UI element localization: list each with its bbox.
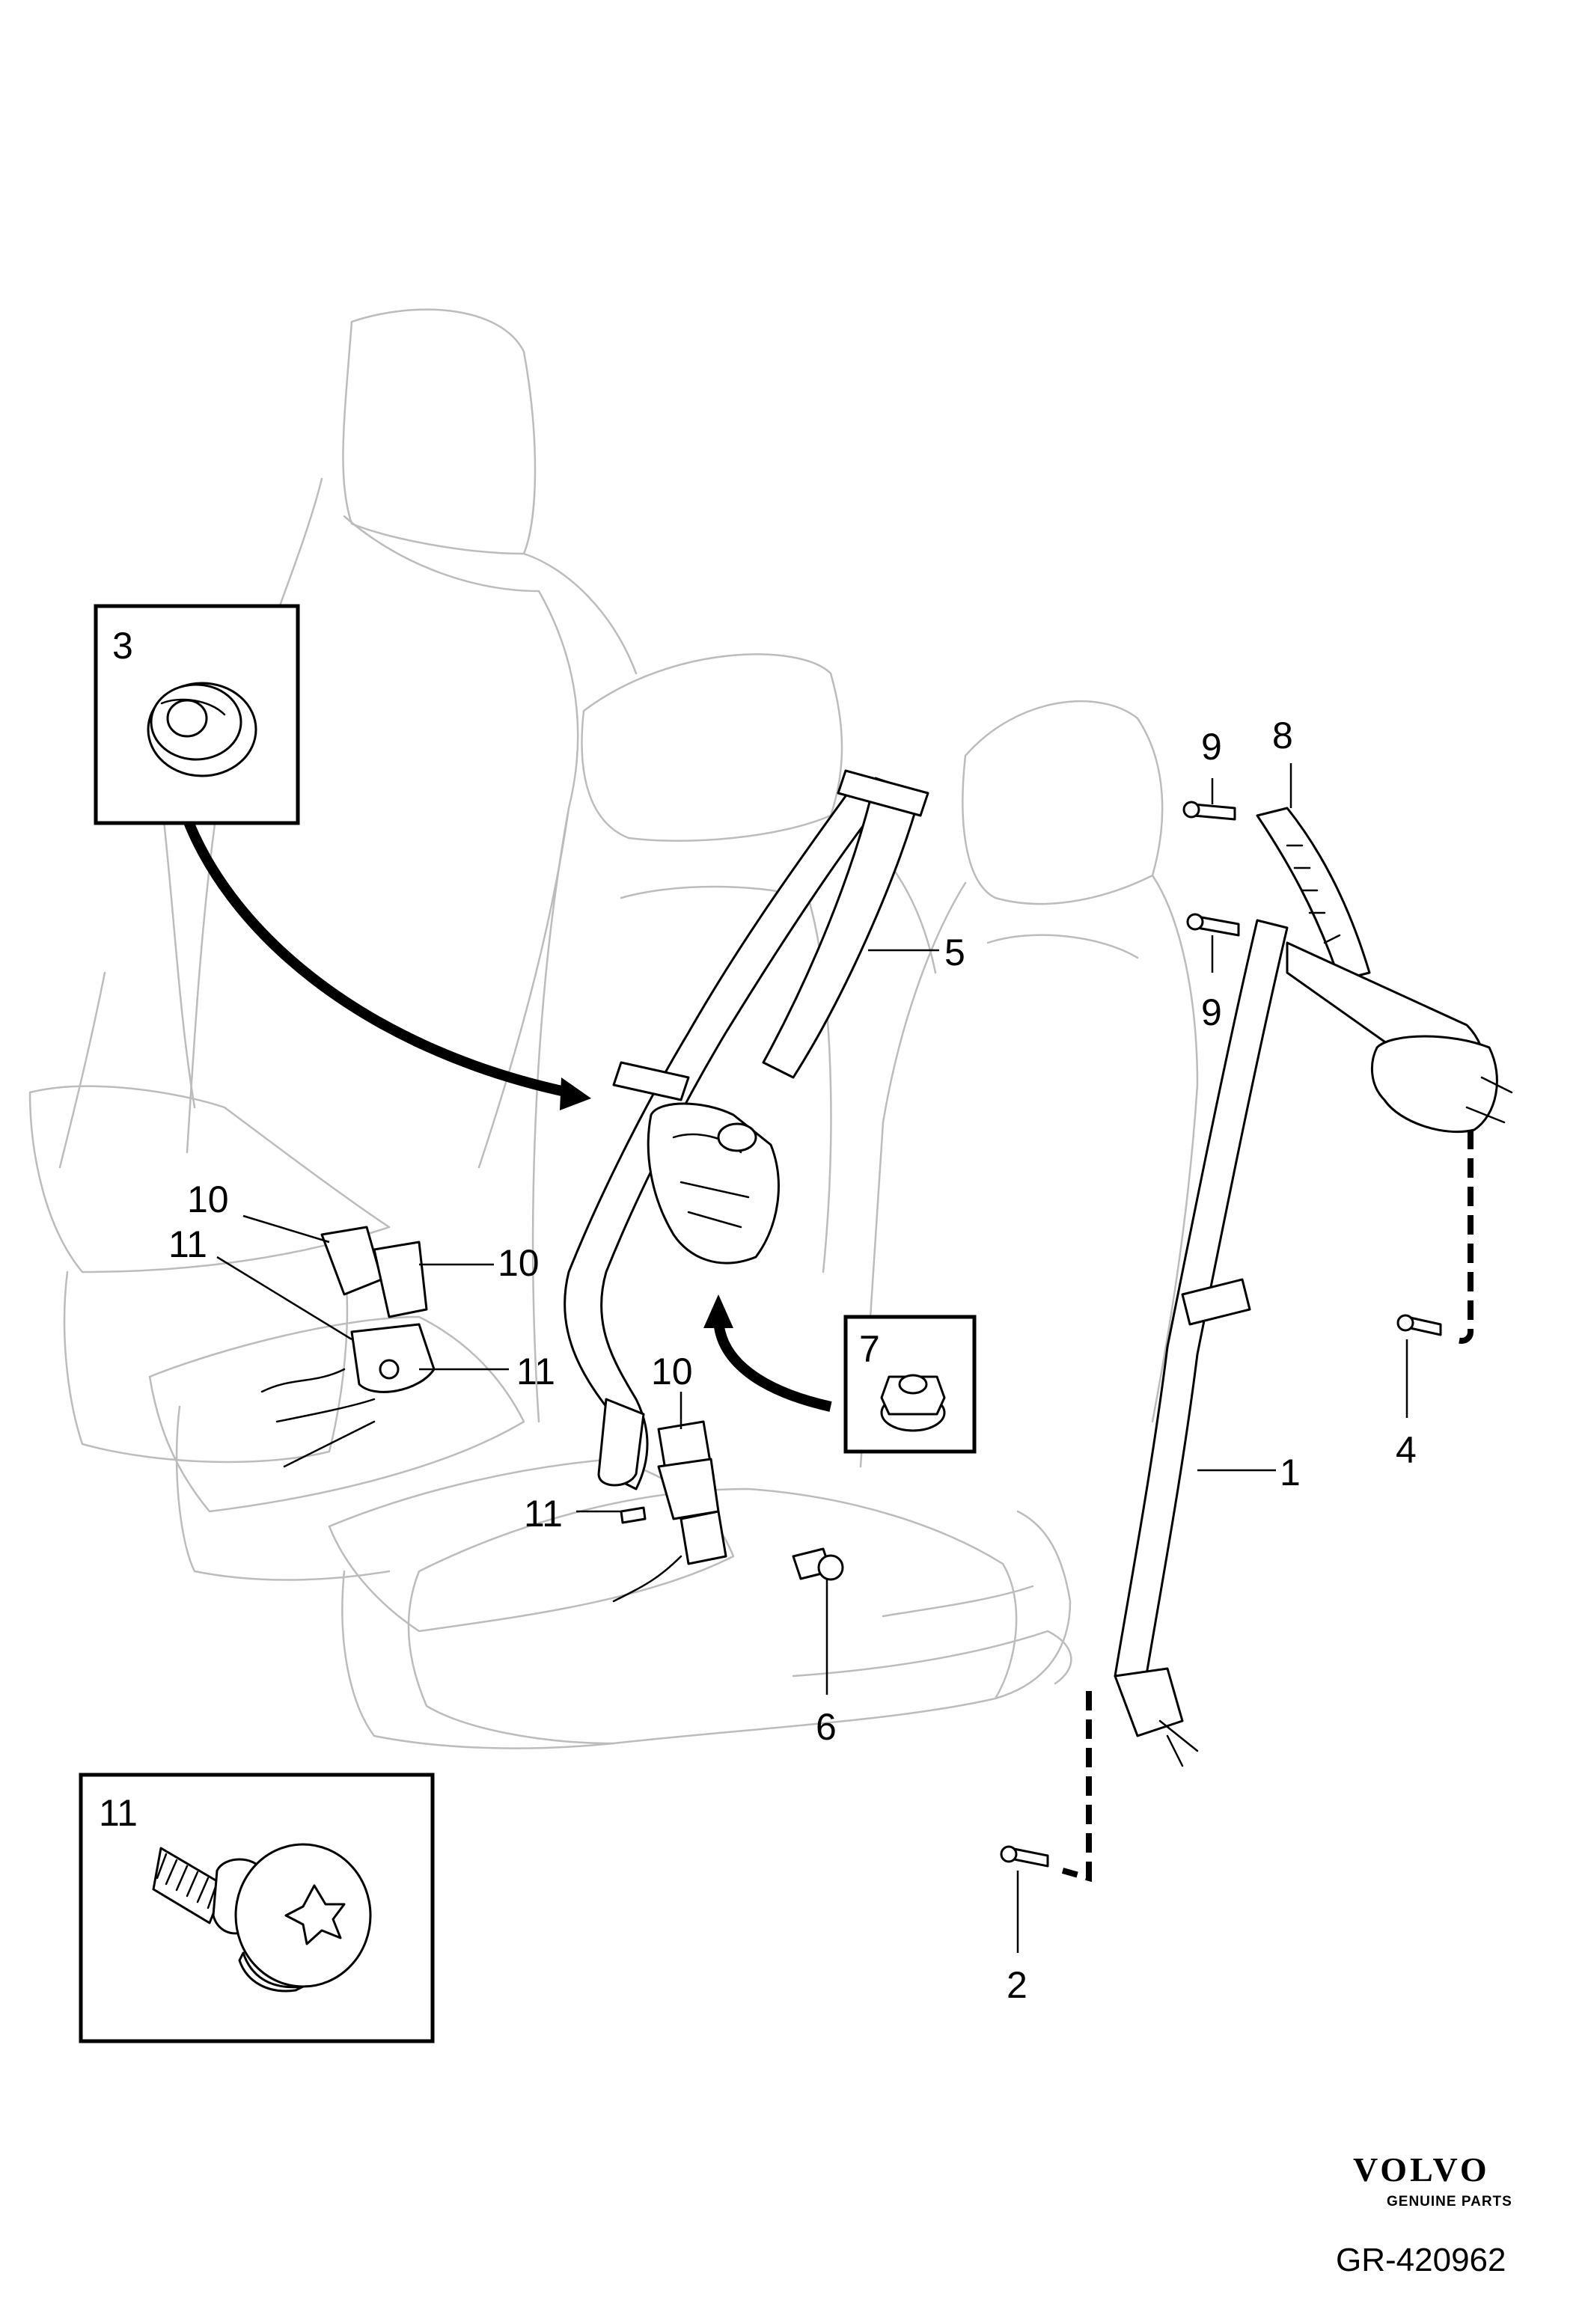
rear-seat-outline [28, 308, 1199, 1749]
loose-bolts [1000, 801, 1474, 1883]
center-seat-belt [564, 769, 929, 1490]
callout-labels: 1 2 4 5 6 8 9 9 10 10 10 11 11 11 [168, 715, 1417, 2006]
callout-9-lower: 9 [1201, 991, 1222, 1033]
brand-logo: VOLVO [1353, 2150, 1490, 2189]
callout-11-center: 11 [524, 1493, 563, 1535]
callout-8: 8 [1272, 715, 1293, 756]
inset-11-label: 11 [99, 1792, 138, 1834]
leader-lines [216, 763, 1408, 1953]
callout-11-left: 11 [168, 1223, 207, 1265]
callout-9-upper: 9 [1201, 726, 1222, 768]
callout-6: 6 [816, 1706, 837, 1748]
inset-11: 11 [79, 1773, 435, 2043]
outer-seat-belt [1114, 807, 1513, 1767]
inset-3: 3 [94, 604, 300, 825]
callout-2: 2 [1007, 1964, 1027, 2006]
callout-5: 5 [944, 932, 965, 973]
callout-10-left: 10 [187, 1178, 229, 1220]
inset-7: 7 [843, 1315, 977, 1454]
center-buckle-assembly [612, 1420, 844, 1603]
left-buckle-assembly [260, 1226, 436, 1468]
callout-10-mid: 10 [498, 1242, 540, 1284]
diagram-reference: GR-420962 [1336, 2242, 1506, 2278]
bushing-icon [147, 682, 257, 777]
brand-tagline: GENUINE PARTS [1387, 2194, 1512, 2210]
flange-nut-icon [880, 1374, 946, 1432]
callout-1: 1 [1280, 1452, 1301, 1493]
inset-3-label: 3 [112, 625, 133, 667]
torx-bolt-icon [152, 1843, 372, 1993]
footer: VOLVO GENUINE PARTS GR-420962 [1336, 2150, 1512, 2278]
inset-arrows [178, 806, 832, 1412]
callout-11-right: 11 [516, 1351, 555, 1392]
callout-4: 4 [1396, 1429, 1417, 1471]
inset-7-label: 7 [859, 1328, 880, 1370]
callout-10-center: 10 [651, 1351, 693, 1392]
